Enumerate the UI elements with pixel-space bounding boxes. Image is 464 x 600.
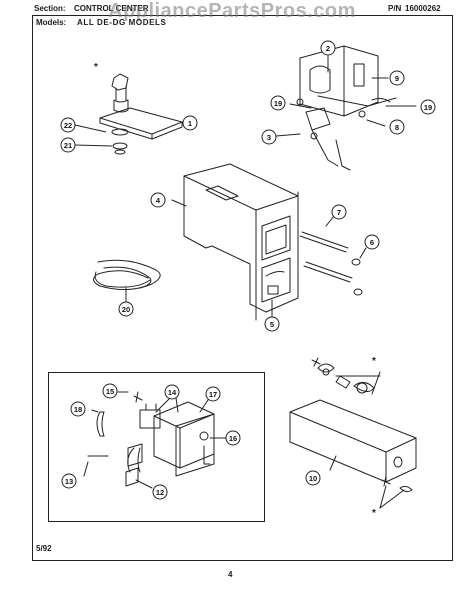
callout-6: 6 [370,238,374,247]
part-1-plate-assembly [99,73,195,155]
callout-13: 13 [65,477,73,486]
models-label: Models: [36,18,67,27]
callout-17: 17 [209,390,217,399]
part-4-housing [171,163,299,321]
callout-16: 16 [229,434,237,443]
parts-6-7-rods [299,215,367,296]
callout-15: 15 [106,387,114,396]
callout-9: 9 [395,74,399,83]
page-number: 4 [228,570,233,579]
watermark: AppliancePartsPros.com [108,0,356,22]
callout-19-right: 19 [424,103,432,112]
part-number: 16000262 [405,4,441,13]
revision-date: 5/92 [36,544,52,553]
callout-12: 12 [156,488,164,497]
callout-5: 5 [270,320,274,329]
callout-20: 20 [122,305,130,314]
callout-18: 18 [74,405,82,414]
callout-7: 7 [337,208,341,217]
part-20-wire-harness [93,259,161,303]
part-number-label: P/N [388,4,402,13]
callout-22: 22 [64,121,72,130]
models-value: ALL DE-DG MODELS [77,18,167,27]
callout-14: 14 [168,388,177,397]
motor-switch-inset-box [48,372,265,522]
callout-10: 10 [309,474,317,483]
asterisk-marker: * [94,62,98,73]
callout-8: 8 [395,123,399,132]
section-label: Section: [34,4,66,13]
callout-2: 2 [326,44,330,53]
asterisk-marker: * [372,508,376,519]
callout-19-left: 19 [274,99,282,108]
bracket-assembly [275,45,417,171]
callout-1: 1 [188,119,192,128]
callout-21: 21 [64,141,72,150]
part-10-tray-assembly [289,357,417,509]
diagram-frame [32,15,453,561]
callout-4: 4 [156,196,161,205]
section-value: CONTROL CENTER [74,4,149,13]
asterisk-marker: * [372,356,376,367]
callout-3: 3 [267,133,271,142]
inset-switch-assembly [83,391,227,489]
